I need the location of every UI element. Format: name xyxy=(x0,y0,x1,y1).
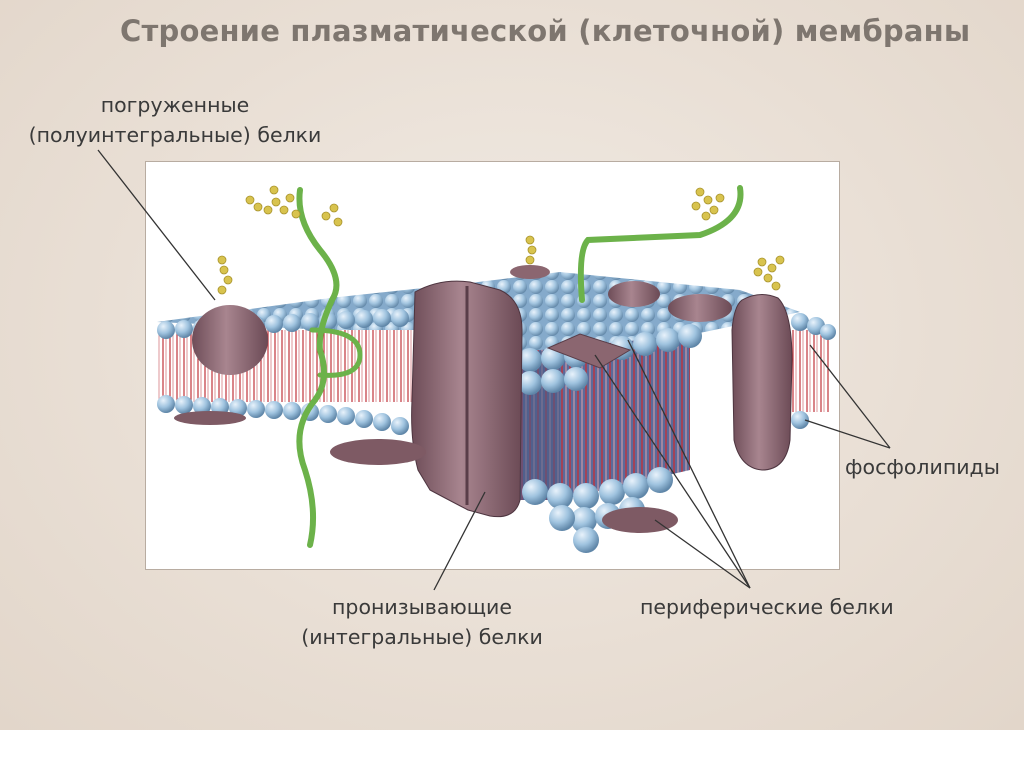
label-piercing-line2: (интегральные) белки xyxy=(301,625,543,649)
immersed-protein-top xyxy=(510,265,550,279)
slide-title: Строение плазматической (клеточной) мемб… xyxy=(120,14,971,48)
peripheral-protein-lower-left xyxy=(330,439,426,465)
glycan-chain-right xyxy=(577,185,744,303)
label-immersed-proteins: погруженные (полуинтегральные) белки xyxy=(0,90,350,150)
label-piercing-line1: пронизывающие xyxy=(332,595,512,619)
integral-protein-right xyxy=(731,294,793,471)
label-phospholipids: фосфолипиды xyxy=(845,455,1000,479)
peripheral-protein-top xyxy=(546,333,632,369)
immersed-protein-left xyxy=(192,305,268,375)
label-immersed-line1: погруженные xyxy=(100,93,250,117)
lipid-tail-band-right xyxy=(790,330,830,412)
glycan-loop-left xyxy=(309,327,363,378)
label-piercing-proteins: пронизывающие (интегральные) белки xyxy=(272,592,572,652)
glycan-chain-left xyxy=(296,187,340,548)
label-peripheral-proteins: периферические белки xyxy=(640,595,894,619)
lipid-heads-right xyxy=(791,313,836,429)
label-immersed-line2: (полуинтегральные) белки xyxy=(28,123,322,147)
callout-lines xyxy=(97,149,891,591)
lipid-heads-block-bottom xyxy=(522,467,673,553)
sugar-chains xyxy=(217,185,785,295)
peripheral-protein-bottom xyxy=(602,507,678,533)
lipid-heads-lower-left xyxy=(157,395,409,435)
immersed-protein-top-right xyxy=(608,281,660,307)
peripheral-protein-under xyxy=(174,411,246,425)
immersed-protein-right xyxy=(668,294,732,322)
bottom-strip xyxy=(0,730,1024,767)
